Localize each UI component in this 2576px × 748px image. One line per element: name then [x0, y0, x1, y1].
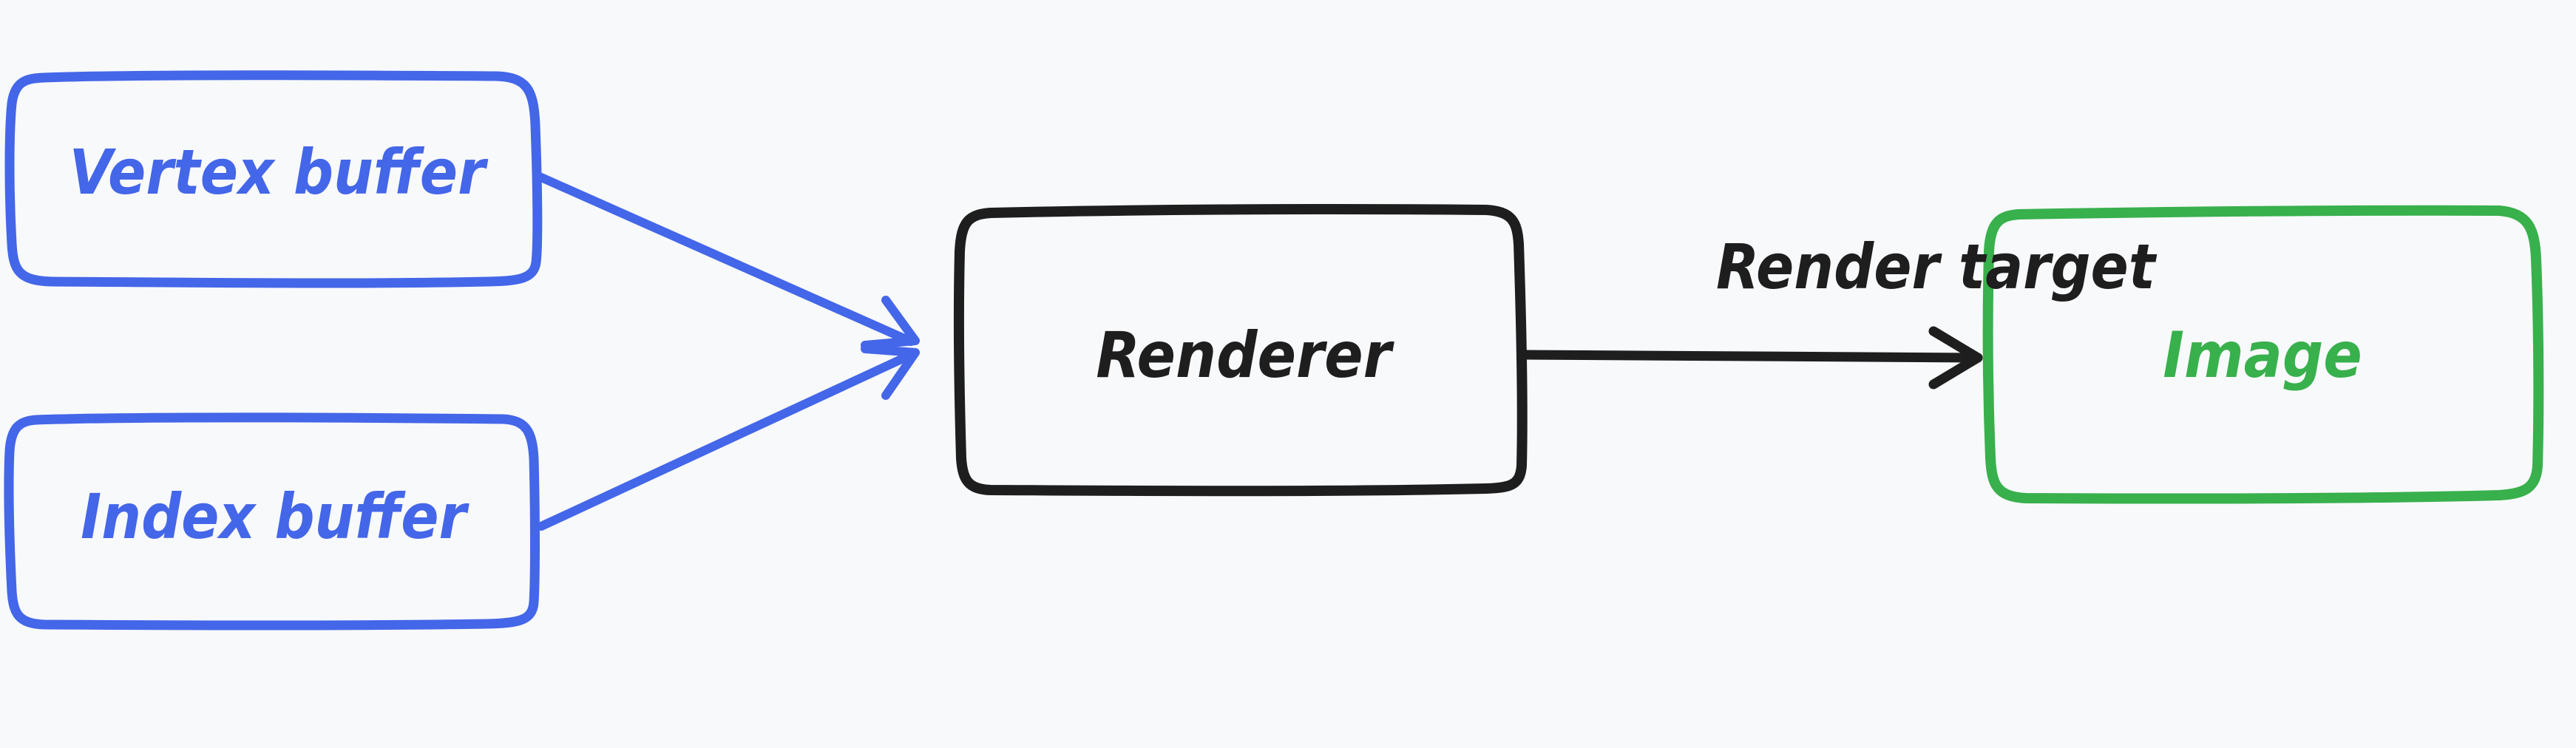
node-index-buffer-label: Index buffer [81, 480, 470, 553]
node-renderer[interactable]: Renderer [953, 204, 1528, 497]
node-index-buffer-box [4, 412, 540, 630]
node-vertex-buffer-box [4, 70, 543, 288]
node-image[interactable]: Image [1982, 205, 2544, 504]
arrowhead-icon [861, 296, 920, 350]
node-image-label: Image [2163, 319, 2362, 392]
node-renderer-label: Renderer [1096, 319, 1394, 392]
node-renderer-box [953, 204, 1528, 497]
edge-index-to-renderer[interactable] [537, 344, 920, 531]
node-vertex-buffer-label: Vertex buffer [70, 136, 489, 208]
node-index-buffer[interactable]: Index buffer [4, 412, 540, 630]
edge-vertex-to-renderer[interactable] [537, 173, 920, 350]
arrowhead-icon [861, 344, 920, 400]
arrowhead-icon [1928, 326, 1983, 390]
edge-renderer-to-image-label: Render target [1716, 231, 2158, 303]
edge-index-to-renderer-line [537, 350, 915, 531]
edge-vertex-to-renderer-line [537, 173, 915, 346]
edge-renderer-to-image[interactable] [1516, 326, 1983, 390]
node-image-box [1982, 205, 2544, 504]
edge-renderer-to-image-line [1516, 350, 1983, 363]
node-vertex-buffer[interactable]: Vertex buffer [4, 70, 543, 288]
